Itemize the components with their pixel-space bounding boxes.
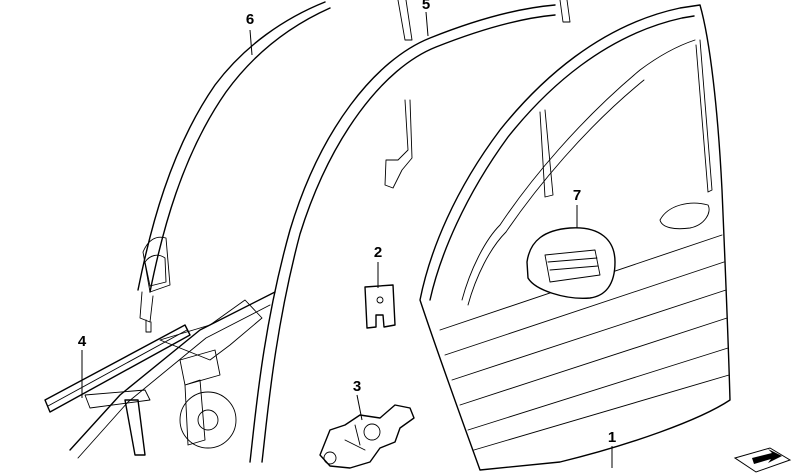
leader-lines [81, 11, 613, 468]
part-7-mirror[interactable] [526, 227, 616, 299]
window-regulator[interactable] [69, 291, 276, 459]
callout-6: 6 [246, 11, 254, 28]
callout-2: 2 [374, 244, 382, 261]
part-6-window-frame-trim[interactable] [137, 1, 331, 333]
callout-4: 4 [78, 333, 87, 350]
arrow-icon [733, 447, 792, 473]
part-4-window-channel[interactable] [44, 324, 191, 413]
callout-7: 7 [573, 187, 581, 204]
callout-1: 1 [608, 429, 616, 446]
callout-5: 5 [422, 0, 430, 13]
part-3-hinge[interactable] [319, 404, 415, 469]
callout-3: 3 [353, 378, 361, 395]
part-5-door-seal[interactable] [249, 0, 571, 463]
part-2-plate[interactable] [364, 284, 396, 329]
